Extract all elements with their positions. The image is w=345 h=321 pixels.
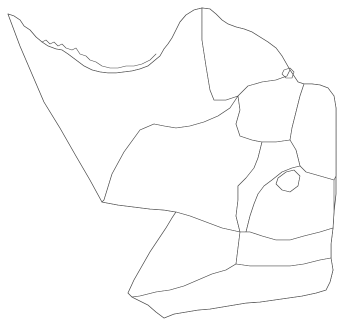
central-east-region	[245, 165, 335, 241]
north-central-region	[201, 7, 291, 101]
north-river-border	[41, 39, 157, 69]
south-coast-region	[131, 257, 334, 319]
river-loop	[281, 67, 295, 79]
east-region	[289, 83, 337, 181]
